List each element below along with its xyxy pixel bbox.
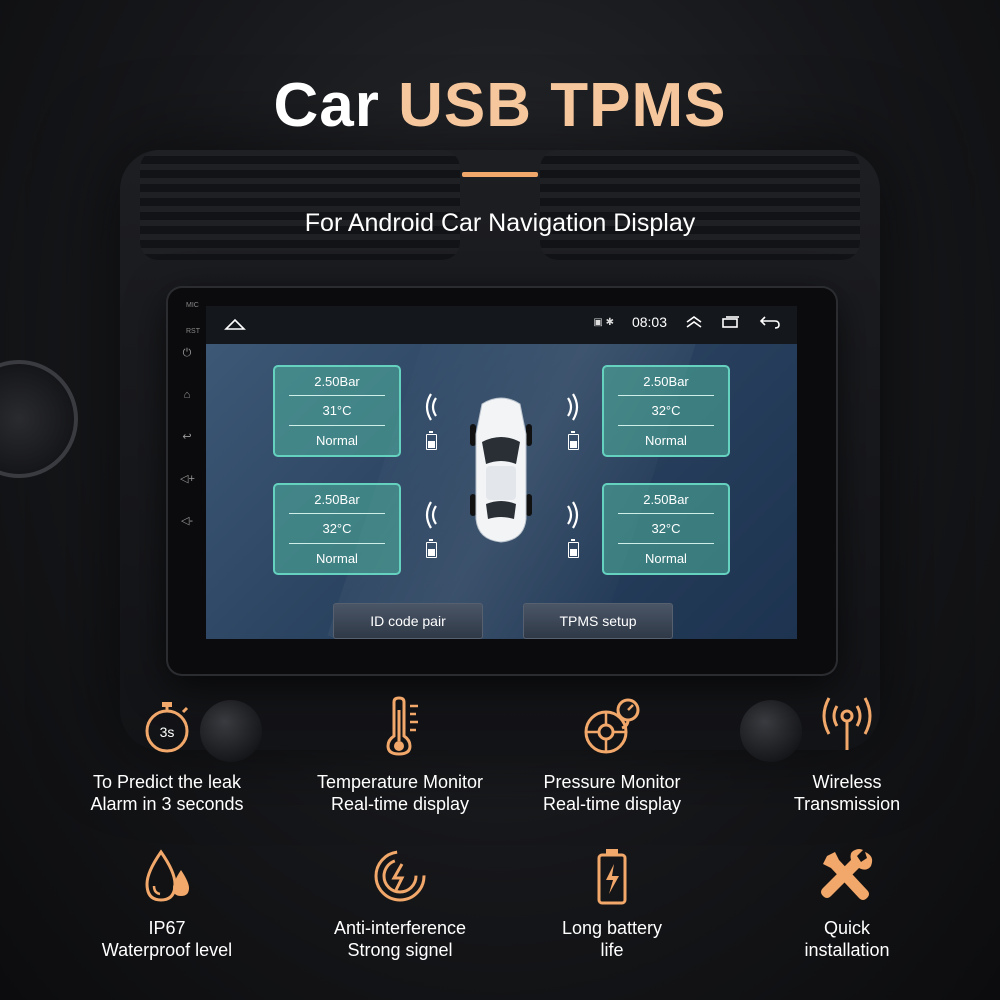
- feature-line2: Transmission: [793, 794, 901, 814]
- feature-line2: Real-time display: [330, 794, 470, 814]
- thermometer-icon: [386, 696, 418, 756]
- status-bar: ▣ ✱ 08:03: [206, 306, 797, 344]
- tire-front-left[interactable]: 2.50Bar 31°C Normal: [273, 365, 401, 457]
- mic-label: MIC: [186, 302, 199, 309]
- page-subtitle: For Android Car Navigation Display: [304, 209, 696, 237]
- home-icon[interactable]: [224, 314, 246, 336]
- back-icon[interactable]: ↩: [182, 431, 192, 443]
- tire-front-right[interactable]: 2.50Bar 32°C Normal: [602, 365, 730, 457]
- signal-icon: [425, 393, 437, 421]
- feature-line1: Long battery: [561, 918, 663, 938]
- engine-start-button: [0, 360, 78, 478]
- clock: 08:03: [631, 314, 667, 330]
- tpms-setup-button[interactable]: TPMS setup: [523, 603, 673, 639]
- feature-line1: To Predict the leak: [92, 772, 242, 792]
- wireless-antenna-icon: [822, 697, 872, 750]
- feature-line1: Quick: [823, 918, 870, 938]
- battery-icon: [426, 431, 437, 450]
- home-icon[interactable]: ⌂: [183, 389, 191, 401]
- power-icon[interactable]: ⏻: [182, 347, 192, 359]
- tools-icon: [821, 849, 873, 900]
- battery-icon: [568, 431, 579, 450]
- battery-icon: [597, 849, 627, 905]
- tire-temp: 32°C: [322, 521, 352, 536]
- feature-line1: Temperature Monitor: [316, 772, 484, 792]
- tire-status: Normal: [316, 433, 358, 448]
- feature-line2: Waterproof level: [101, 940, 233, 960]
- page-title: Car USB TPMS: [0, 70, 1000, 141]
- tire-rear-right[interactable]: 2.50Bar 32°C Normal: [602, 483, 730, 575]
- battery-icon: [426, 539, 437, 558]
- status-bar-right: ▣ ✱ 08:03: [593, 314, 781, 330]
- air-vent-left: [140, 150, 460, 260]
- tire-pressure: 2.50Bar: [314, 492, 360, 507]
- signal-icon: [567, 501, 579, 529]
- anti-interference-icon: [374, 850, 426, 902]
- tire-temp: 32°C: [651, 403, 681, 418]
- pressure-gauge-icon: [584, 698, 640, 754]
- chevron-up-icon[interactable]: [685, 315, 703, 329]
- feature-line1: IP67: [148, 918, 186, 938]
- feature-line1: Wireless: [812, 772, 882, 792]
- volume-up-icon[interactable]: ◁+: [180, 473, 195, 485]
- air-vent-right: [540, 150, 860, 260]
- rst-label: RST: [186, 328, 200, 335]
- tune-knob: [740, 700, 802, 762]
- title-accent: USB TPMS: [398, 71, 727, 140]
- bluetooth-icon: ▣ ✱: [593, 316, 614, 328]
- return-icon[interactable]: [759, 315, 781, 329]
- tire-temp: 32°C: [651, 521, 681, 536]
- tire-pressure: 2.50Bar: [314, 374, 360, 389]
- feature-line2: life: [600, 940, 624, 960]
- feature-line2: installation: [804, 940, 890, 960]
- car-top-view-icon: [470, 397, 532, 543]
- waterdrop-icon: [145, 849, 189, 902]
- battery-icon: [568, 539, 579, 558]
- title-prefix: Car: [273, 71, 380, 140]
- tire-status: Normal: [645, 551, 687, 566]
- stopwatch-icon: 3s: [145, 702, 189, 753]
- tire-pressure: 2.50Bar: [643, 492, 689, 507]
- tire-status: Normal: [316, 551, 358, 566]
- feature-line2: Alarm in 3 seconds: [90, 794, 244, 814]
- title-divider: [462, 172, 538, 177]
- feature-line2: Real-time display: [542, 794, 682, 814]
- tire-temp: 31°C: [322, 403, 352, 418]
- feature-line2: Strong signel: [347, 940, 453, 960]
- tire-rear-left[interactable]: 2.50Bar 32°C Normal: [273, 483, 401, 575]
- tpms-screen: ▣ ✱ 08:03 2.50Bar 31°C Normal 2.50Bar 32…: [206, 306, 797, 639]
- tire-pressure: 2.50Bar: [643, 374, 689, 389]
- svg-text:3s: 3s: [160, 724, 175, 740]
- volume-down-icon[interactable]: ◁-: [180, 515, 194, 527]
- feature-line1: Anti-interference: [333, 918, 467, 938]
- signal-icon: [567, 393, 579, 421]
- tire-status: Normal: [645, 433, 687, 448]
- feature-line1: Pressure Monitor: [543, 772, 681, 792]
- id-code-pair-button[interactable]: ID code pair: [333, 603, 483, 639]
- recent-apps-icon[interactable]: [721, 315, 741, 329]
- volume-knob: [200, 700, 262, 762]
- signal-icon: [425, 501, 437, 529]
